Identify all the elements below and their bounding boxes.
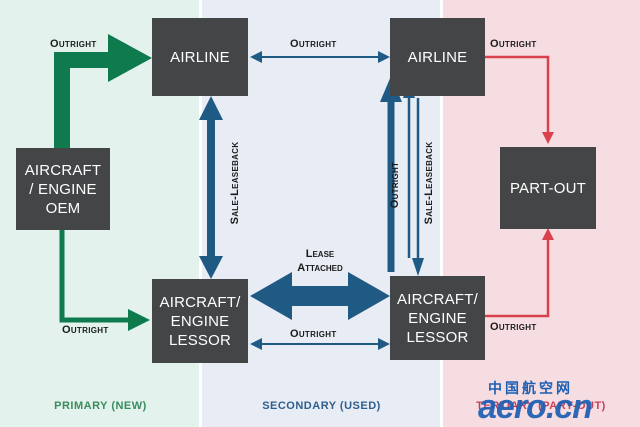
oem-box: AIRCRAFT / ENGINE OEM	[16, 148, 110, 230]
oem-to-airline-arrow	[54, 52, 110, 148]
arrowhead	[412, 258, 424, 276]
airline-to-partout-label: Outright	[490, 38, 537, 50]
aero-cn-watermark: 中国航空网 aero.cn	[478, 378, 638, 426]
lessor-to-partout-label: Outright	[490, 321, 537, 333]
oem-to-airline-arrowhead	[108, 34, 152, 82]
arrowhead	[199, 96, 223, 120]
arrowhead	[378, 51, 390, 63]
airline-to-partout-arrow	[484, 55, 550, 134]
secondary-zone-label: SECONDARY (USED)	[262, 400, 381, 412]
arrowhead	[542, 228, 554, 240]
tertiary-zone-label: TERTIARY (PART-OUT)	[476, 400, 606, 412]
lessor-secondary-box: AIRCRAFT/ ENGINE LESSOR	[390, 276, 485, 360]
outright-vertical-label: Outright	[389, 161, 401, 209]
lessor-to-lessor-label: Outright	[290, 328, 337, 340]
lease-attached-arrow	[250, 272, 390, 320]
lessor-primary-box: AIRCRAFT/ ENGINE LESSOR	[152, 279, 248, 363]
arrowhead	[250, 51, 262, 63]
airline-secondary-box: AIRLINE	[390, 18, 485, 96]
lessor-to-partout-arrow	[484, 238, 550, 318]
arrowhead	[199, 256, 223, 279]
zone-divider	[199, 0, 202, 427]
arrowhead	[250, 338, 262, 350]
oem-to-lessor-label: Outright	[62, 324, 109, 336]
oem-to-lessor-arrow	[59, 230, 132, 323]
watermark-english-text: aero.cn	[478, 388, 593, 426]
sale-leaseback-primary-label: Sale-Leaseback	[229, 141, 241, 225]
partout-box: PART-OUT	[500, 147, 596, 229]
primary-zone-label: PRIMARY (NEW)	[54, 400, 147, 412]
zone-divider	[440, 0, 443, 427]
watermark-chinese-text: 中国航空网	[488, 380, 573, 396]
oem-to-lessor-arrowhead	[128, 309, 150, 331]
airline-primary-box: AIRLINE	[152, 18, 248, 96]
airline-to-airline-label: Outright	[290, 38, 337, 50]
oem-to-airline-label: Outright	[50, 38, 97, 50]
arrowhead	[542, 132, 554, 144]
arrowhead	[378, 338, 390, 350]
sale-leaseback-secondary-label: Sale-Leaseback	[423, 141, 435, 225]
lease-attached-label: Lease Attached	[297, 248, 343, 274]
